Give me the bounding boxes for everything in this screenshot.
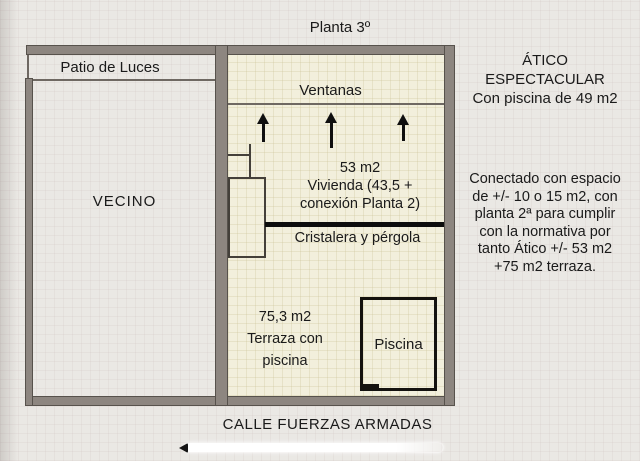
terraza-line: 75,3 m2 xyxy=(258,309,312,325)
glass-wall-line xyxy=(265,222,444,227)
up-arrow-icon xyxy=(256,113,270,142)
up-arrow-icon xyxy=(396,114,410,141)
wall-left xyxy=(25,78,33,406)
photo-edge-shading xyxy=(0,0,18,461)
ventanas-label: Ventanas xyxy=(299,82,362,99)
terraza-line: Terraza con xyxy=(247,331,323,347)
pool-steps-mark xyxy=(362,384,379,390)
wall-bottom xyxy=(26,396,455,406)
window-line xyxy=(228,103,444,105)
stairs-box xyxy=(228,177,266,258)
conectado-line: +75 m2 terraza. xyxy=(494,258,596,275)
patio-left-line xyxy=(27,55,29,80)
atico-line: Con piscina de 49 m2 xyxy=(472,90,618,107)
up-arrow-icon xyxy=(324,112,338,148)
terraza-text: 75,3 m2 Terraza con piscina xyxy=(228,306,342,372)
scrollbar-left-arrow-icon[interactable] xyxy=(179,443,188,453)
patio-bottom-line xyxy=(27,79,216,81)
cristalera-label: Cristalera y pérgola xyxy=(294,230,421,246)
conectado-line: planta 2ª para cumplir xyxy=(474,206,616,222)
conectado-annotation: Conectado con espacio de +/- 10 o 15 m2,… xyxy=(452,171,638,276)
vivienda-line: conexión Planta 2) xyxy=(299,196,421,212)
atico-line: ESPECTACULAR xyxy=(485,71,605,88)
conectado-line: de +/- 10 o 15 m2, con xyxy=(472,188,618,205)
terraza-line: piscina xyxy=(262,353,308,369)
vivienda-text: 53 m2 Vivienda (43,5 + conexión Planta 2… xyxy=(280,159,440,213)
wall-top xyxy=(26,45,455,55)
conectado-line: tanto Ático +/- 53 m2 xyxy=(477,241,613,257)
vivienda-line: Vivienda (43,5 + xyxy=(307,178,413,194)
atico-line: ÁTICO xyxy=(522,52,568,69)
conectado-line: Conectado con espacio xyxy=(469,171,621,187)
stairs-line-vertical xyxy=(249,144,251,178)
pool-box: Piscina xyxy=(360,297,437,391)
atico-annotation: ÁTICO ESPECTACULAR Con piscina de 49 m2 xyxy=(455,51,635,108)
patio-label: Patio de Luces xyxy=(60,59,160,76)
vivienda-line: 53 m2 xyxy=(339,160,381,176)
conectado-line: con la normativa por xyxy=(479,223,611,240)
piscina-label: Piscina xyxy=(374,335,423,353)
stairs-line-horizontal xyxy=(228,154,250,156)
street-label: CALLE FUERZAS ARMADAS xyxy=(222,416,433,433)
wall-middle xyxy=(215,45,228,406)
page-title: Planta 3º xyxy=(309,19,371,36)
horizontal-scrollbar[interactable] xyxy=(185,443,443,452)
wall-right xyxy=(444,45,455,406)
vecino-label: VECINO xyxy=(92,193,157,210)
